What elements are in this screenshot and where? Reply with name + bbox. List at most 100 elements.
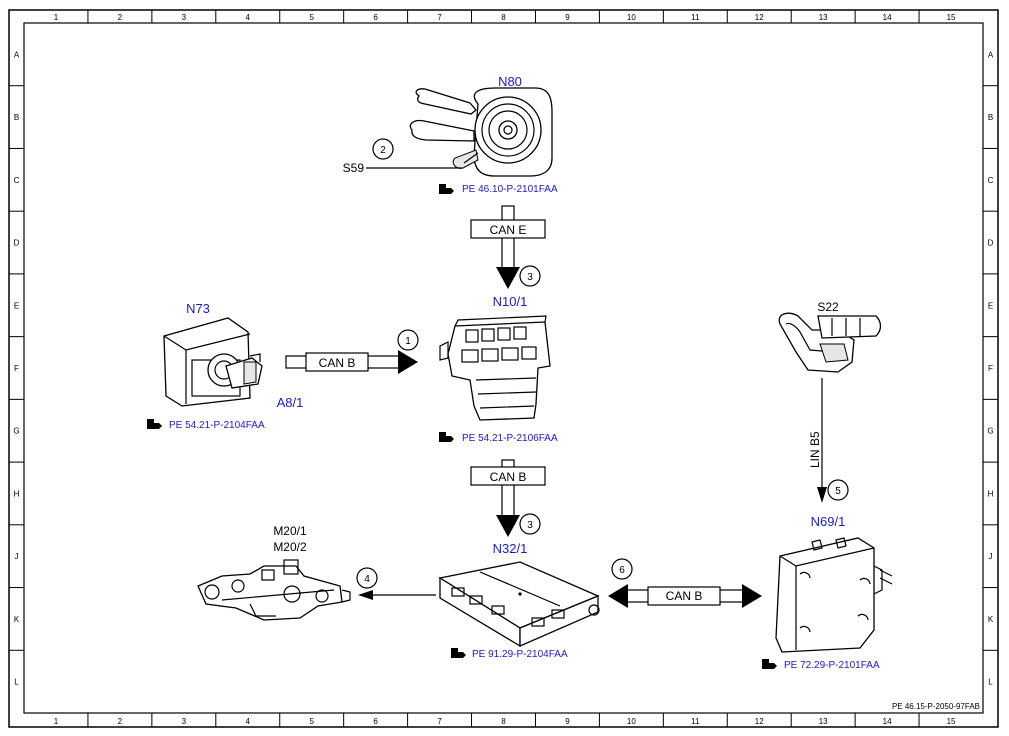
grid-column-label: 2 (118, 13, 123, 22)
grid-row-label: A (14, 50, 20, 59)
grid-row-label: C (988, 176, 994, 185)
grid-column-label: 10 (627, 717, 636, 726)
n32-1-module-drawing (438, 561, 600, 648)
grid-column-label: 7 (437, 13, 442, 22)
reference-pointer-icon (451, 648, 466, 658)
grid-column-label: 13 (819, 13, 828, 22)
grid-column-label: 6 (373, 13, 378, 22)
can-e-connection: CAN E (470, 205, 546, 289)
grid-row-label: D (988, 239, 994, 248)
lin-b5-connection: LIN B5 (808, 378, 827, 503)
n80-module-drawing (409, 87, 553, 177)
n32-1-reference-text[interactable]: PE 91.29-P-2104FAA (472, 649, 568, 660)
callout-3b: 3 (527, 520, 533, 531)
inner-frame (23, 22, 984, 714)
n10-1-label: N10/1 (493, 294, 528, 309)
callout-6: 6 (619, 565, 625, 576)
n73-label: N73 (186, 301, 210, 316)
grid-column-label: 15 (947, 717, 956, 726)
grid-column-label: 5 (309, 717, 314, 726)
lin-b5-label: LIN B5 (808, 431, 822, 468)
n80-reference-text[interactable]: PE 46.10-P-2101FAA (462, 184, 558, 195)
callout-6-circle (611, 558, 633, 580)
grid-column-label: 8 (501, 717, 506, 726)
n10-1-reference-text[interactable]: PE 54.21-P-2106FAA (462, 433, 558, 444)
n73-reference: PE 54.21-P-2104FAA (147, 419, 265, 431)
grid-column-label: 4 (246, 13, 251, 22)
grid-column-label: 13 (819, 717, 828, 726)
grid-column-label: 6 (373, 717, 378, 726)
n80-label: N80 (498, 74, 522, 89)
reference-pointer-icon (147, 419, 162, 429)
can-b-label-3: CAN B (666, 589, 703, 603)
grid-column-label: 12 (755, 717, 764, 726)
grid-column-label: 15 (947, 13, 956, 22)
callout-2: 2 (380, 145, 386, 156)
n69-1-label: N69/1 (811, 514, 846, 529)
grid-column-label: 11 (691, 13, 700, 22)
grid-row-label: K (988, 615, 994, 624)
grid-row-label: J (989, 552, 993, 561)
n69-1-reference: PE 72.29-P-2101FAA (762, 659, 880, 671)
grid-row-label: H (14, 489, 20, 498)
s22-switch-drawing (778, 312, 882, 373)
grid-row-label: K (14, 615, 20, 624)
grid-column-label: 9 (565, 13, 570, 22)
n69-1-module-drawing (775, 537, 893, 653)
can-b-connection-2: CAN B (470, 459, 546, 537)
reference-pointer-icon (439, 184, 454, 194)
callout-4-circle (356, 567, 378, 589)
outer-frame (8, 9, 999, 728)
grid-column-label: 1 (54, 13, 59, 22)
grid-column-label: 1 (54, 717, 59, 726)
callout-3a-circle (519, 265, 541, 287)
grid-row-label: B (14, 113, 19, 122)
callout-2-circle (372, 138, 394, 160)
grid-row-label: G (13, 427, 19, 436)
grid-column-label: 3 (182, 717, 187, 726)
callout-1-circle (397, 329, 419, 351)
grid-column-label: 10 (627, 13, 636, 22)
document-code: PE 46.15-P-2050-97FAB (892, 702, 980, 711)
grid-column-label: 9 (565, 717, 570, 726)
grid-row-label: F (988, 364, 993, 373)
grid-column-label: 14 (883, 13, 892, 22)
grid-row-label: D (14, 239, 20, 248)
grid-column-label: 4 (246, 717, 251, 726)
reference-pointer-icon (762, 659, 777, 669)
grid-row-label: C (14, 176, 20, 185)
can-b-label-1: CAN B (319, 356, 356, 370)
m20-2-label: M20/2 (273, 540, 307, 554)
grid-column-label: 14 (883, 717, 892, 726)
s22-label: S22 (817, 300, 839, 314)
callout-5: 5 (835, 486, 841, 497)
grid-column-label: 8 (501, 13, 506, 22)
callout-4: 4 (364, 574, 370, 585)
callout-3b-circle (519, 513, 541, 535)
grid-row-label: E (14, 301, 19, 310)
grid-column-label: 12 (755, 13, 764, 22)
n69-1-reference-text[interactable]: PE 72.29-P-2101FAA (784, 660, 880, 671)
grid-row-label: L (14, 678, 19, 687)
n10-1-module-drawing (439, 315, 551, 421)
grid-column-label: 5 (309, 13, 314, 22)
grid-row-label: E (988, 301, 993, 310)
grid-column-label: 11 (691, 717, 700, 726)
n73-module-drawing (163, 317, 263, 407)
n32-to-m20-connection (358, 590, 436, 600)
callout-3a: 3 (527, 272, 533, 283)
grid-column-label: 7 (437, 717, 442, 726)
grid-row-label: J (15, 552, 19, 561)
n73-reference-text[interactable]: PE 54.21-P-2104FAA (169, 420, 265, 431)
callout-5-circle (827, 479, 849, 501)
a8-1-label: A8/1 (277, 395, 304, 410)
grid-row-label: A (988, 50, 994, 59)
grid-row-label: F (14, 364, 19, 373)
grid-row-label: G (987, 427, 993, 436)
grid-row-label: B (988, 113, 993, 122)
n32-1-label: N32/1 (493, 541, 528, 556)
grid-column-label: 2 (118, 717, 123, 726)
s59-label: S59 (343, 161, 365, 175)
can-e-label: CAN E (490, 223, 527, 237)
